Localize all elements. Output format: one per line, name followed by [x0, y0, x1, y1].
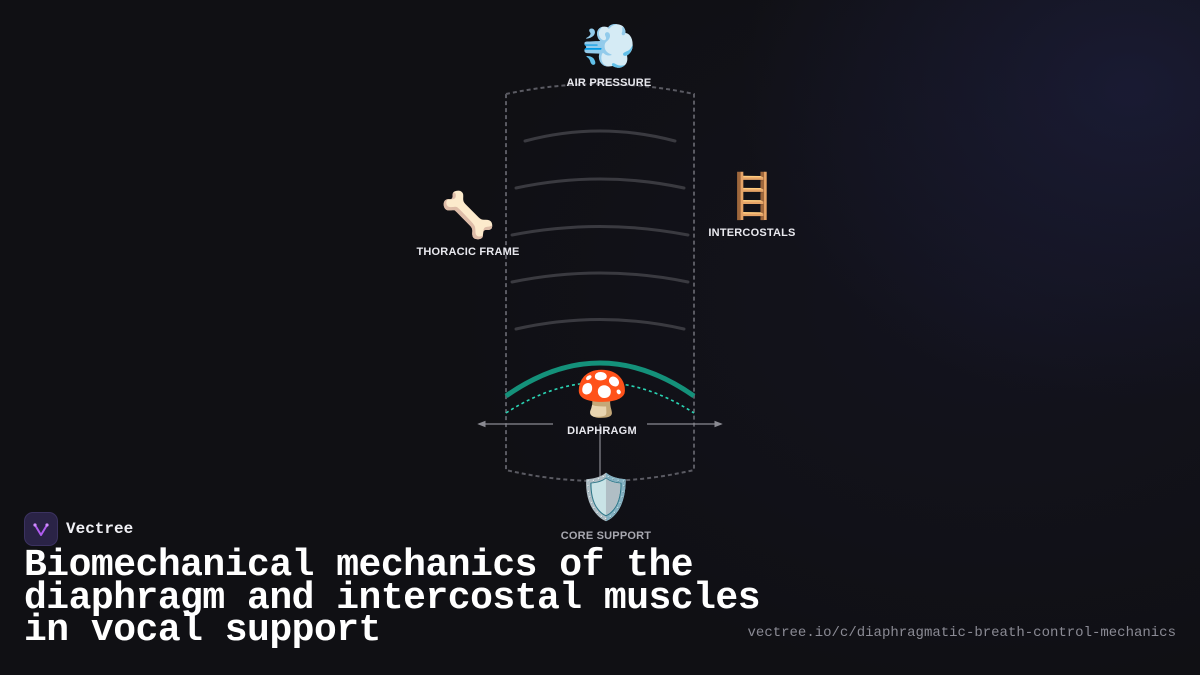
rib-2: [514, 177, 686, 190]
core-support-label: CORE SUPPORT: [560, 530, 652, 542]
vectree-logo-icon: [24, 512, 58, 546]
ladder-icon: 🪜: [724, 171, 780, 222]
torso-outline: [505, 83, 695, 482]
core-support-node: 🛡️ CORE SUPPORT: [541, 472, 671, 543]
air-pressure-label: AIR PRESSURE: [566, 77, 652, 89]
bone-icon: 🦴: [440, 190, 496, 241]
rib-3: [510, 225, 690, 237]
shield-icon: 🛡️: [578, 472, 634, 523]
page-url: vectree.io/c/diaphragmatic-breath-contro…: [747, 625, 1176, 641]
intercostals-node: 🪜 INTERCOSTALS: [692, 171, 812, 240]
brand-name: Vectree: [66, 520, 134, 538]
intercostals-label: INTERCOSTALS: [708, 227, 796, 239]
mushroom-icon: 🍄: [574, 369, 630, 420]
rib-5: [514, 318, 686, 331]
rib-4: [510, 271, 690, 284]
diaphragm-arc: [504, 360, 696, 399]
diaphragm-descent-arc: [505, 381, 695, 414]
diaphragm-label: DIAPHRAGM: [567, 425, 637, 437]
thoracic-frame-label: THORACIC FRAME: [416, 246, 520, 258]
brand: Vectree: [24, 512, 133, 546]
dashing-away-icon: 💨: [581, 21, 637, 72]
page-title: Biomechanical mechanics of the diaphragm…: [24, 544, 761, 652]
rib-1: [523, 129, 677, 143]
rib-cage: [510, 129, 690, 331]
air-pressure-node: 💨 AIR PRESSURE: [549, 21, 669, 90]
thoracic-frame-node: 🦴 THORACIC FRAME: [403, 190, 533, 259]
diaphragm-node: 🍄 DIAPHRAGM: [547, 369, 657, 438]
